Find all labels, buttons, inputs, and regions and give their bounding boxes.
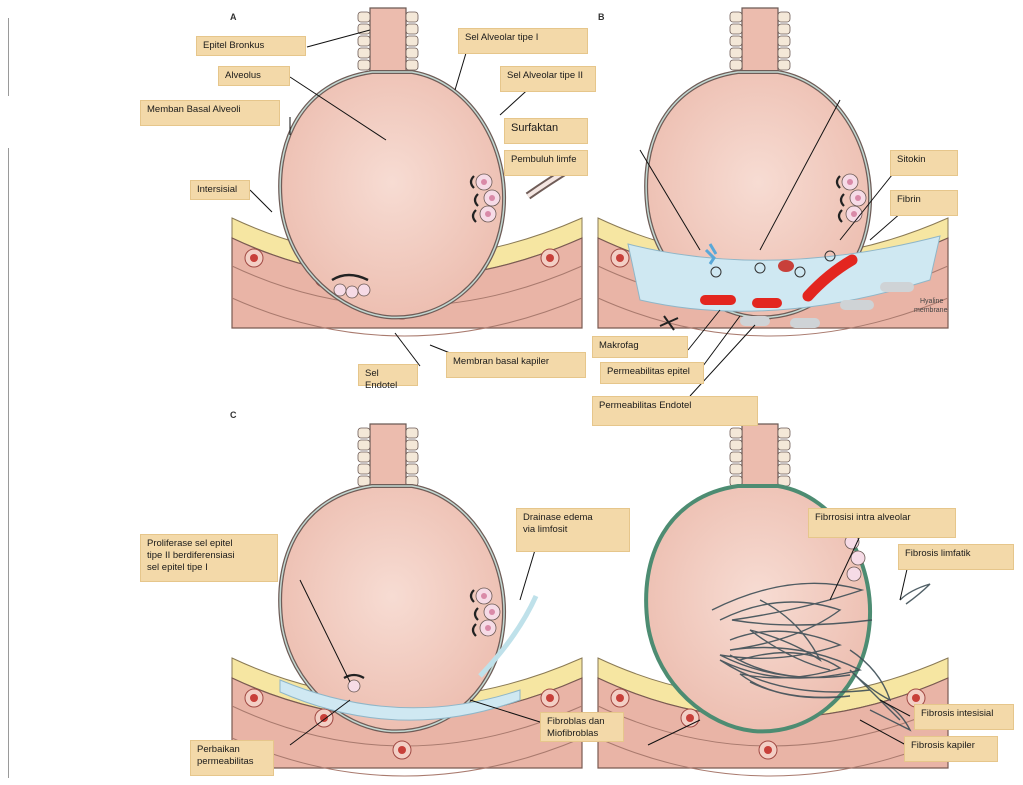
- label-pembuluh-limfe: Pembuluh limfe: [504, 150, 588, 176]
- label-surfaktan: Surfaktan: [504, 118, 588, 144]
- label-sitokin: Sitokin: [890, 150, 958, 176]
- panel-letter-b: B: [598, 12, 605, 22]
- label-fibrosis-intesisial: Fibrosis intesisial: [914, 704, 1014, 730]
- label-proliferasi: Proliferase sel epitel tipe II berdifere…: [140, 534, 278, 582]
- panel-letter-a: A: [230, 12, 237, 22]
- label-alveolus: Alveolus: [218, 66, 290, 86]
- membrane-text: membrane: [914, 307, 948, 314]
- label-epitel-bronkus: Epitel Bronkus: [196, 36, 306, 56]
- label-perbaikan-permeabilitas: Perbaikan permeabilitas: [190, 740, 274, 776]
- panel-d-figure: [598, 424, 948, 776]
- label-permeabilitas-epitel: Permeabilitas epitel: [600, 362, 704, 384]
- panel-letter-c: C: [230, 410, 237, 420]
- label-permeabilitas-endotel: Permeabilitas Endotel: [592, 396, 758, 426]
- label-fibroblas: Fibroblas dan Miofibroblas: [540, 712, 624, 742]
- panel-c-figure: [232, 424, 582, 776]
- label-sel-alveolar-tipe-2: Sel Alveolar tipe II: [500, 66, 596, 92]
- label-fibrin: Fibrin: [890, 190, 958, 216]
- label-fibrosis-intra-alveolar: Fibrrosisi intra alveolar: [808, 508, 956, 538]
- label-drainase-edema: Drainase edema via limfosit: [516, 508, 630, 552]
- label-sel-alveolar-tipe-1: Sel Alveolar tipe I: [458, 28, 588, 54]
- label-intersisial: Intersisial: [190, 180, 250, 200]
- label-makrofag: Makrofag: [592, 336, 688, 358]
- label-sel-endotel: Sel Endotel: [358, 364, 418, 386]
- label-membran-basal-alveoli: Memban Basal Alveoli: [140, 100, 280, 126]
- label-fibrosis-kapiler: Fibrosis kapiler: [904, 736, 998, 762]
- hyaline-text: Hyaline: [920, 298, 943, 305]
- label-fibrosis-limfatik: Fibrosis limfatik: [898, 544, 1014, 570]
- label-membran-basal-kapiler: Membran basal kapiler: [446, 352, 586, 378]
